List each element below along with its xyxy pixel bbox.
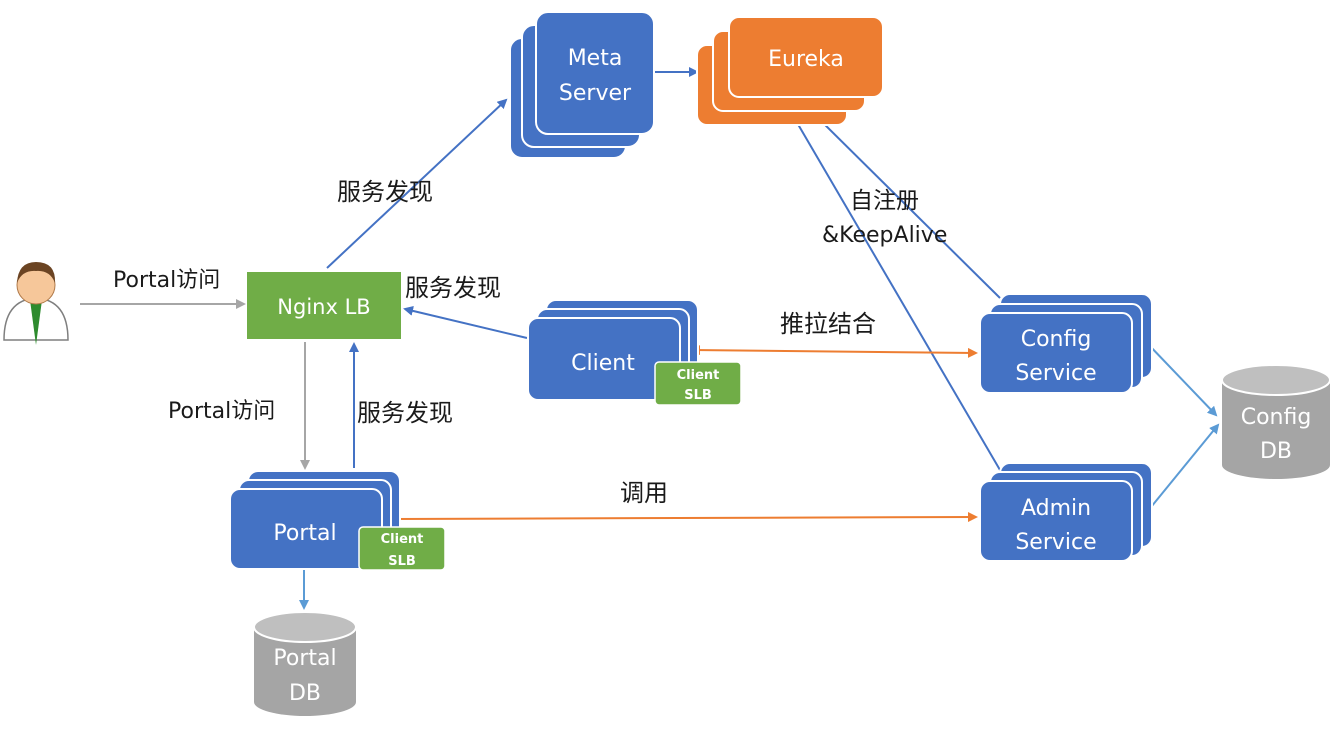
client-node[interactable]: Client Client SLB — [527, 299, 742, 406]
portal-node[interactable]: Portal Client SLB — [229, 470, 446, 571]
admin-service-line2: Service — [1015, 530, 1096, 555]
label-nginx-to-meta: 服务发现 — [337, 178, 433, 206]
admin-service-line1: Admin — [1021, 496, 1091, 521]
client-slb-badge — [654, 361, 742, 406]
label-keepalive: &KeepAlive — [822, 223, 947, 248]
arrow-admin-to-eureka — [790, 112, 1001, 471]
config-service-line2: Service — [1015, 361, 1096, 386]
meta-server-line1: Meta — [568, 46, 623, 71]
client-label: Client — [571, 351, 635, 376]
meta-server-node[interactable]: Meta Server — [509, 11, 655, 159]
arrow-nginx-to-meta — [326, 98, 508, 269]
eureka-label: Eureka — [768, 47, 844, 72]
arrow-config-to-eureka — [810, 110, 1001, 299]
arrow-admin-to-configdb — [1146, 423, 1220, 513]
client-badge-line1: Client — [677, 368, 720, 383]
label-portal-to-admin: 调用 — [620, 479, 668, 507]
eureka-node[interactable]: Eureka — [696, 16, 884, 126]
admin-service-node[interactable]: Admin Service — [979, 462, 1153, 562]
portal-label: Portal — [273, 521, 336, 546]
config-db-line1: Config — [1241, 405, 1312, 430]
portal-badge-line1: Client — [381, 532, 424, 547]
label-nginx-to-portal: Portal访问 — [168, 399, 275, 424]
edges — [80, 67, 1220, 610]
edge-labels: Portal访问 服务发现 服务发现 自注册 &KeepAlive 推拉结合 P… — [113, 178, 947, 507]
label-user-to-nginx: Portal访问 — [113, 268, 220, 293]
portal-db-node[interactable]: Portal DB — [253, 611, 357, 716]
portal-db-line1: Portal — [273, 646, 336, 671]
arrow-client-config — [690, 345, 978, 358]
portal-badge-line2: SLB — [388, 554, 416, 569]
client-badge-line2: SLB — [684, 388, 712, 403]
config-service-line1: Config — [1021, 327, 1092, 352]
nginx-lb-node[interactable]: Nginx LB — [247, 272, 401, 339]
portal-db-line2: DB — [289, 681, 321, 706]
arrow-client-to-nginx — [403, 305, 528, 339]
label-client-to-nginx: 服务发现 — [405, 274, 501, 302]
arrow-config-to-configdb — [1146, 342, 1218, 417]
config-db-node[interactable]: Config DB — [1221, 364, 1331, 479]
nginx-lb-label: Nginx LB — [277, 295, 370, 319]
meta-server-line2: Server — [559, 81, 632, 106]
user-icon — [3, 262, 69, 345]
label-portal-to-nginx: 服务发现 — [357, 399, 453, 427]
portal-slb-badge — [358, 526, 446, 571]
config-db-line2: DB — [1260, 439, 1292, 464]
label-register: 自注册 — [850, 188, 919, 214]
config-service-node[interactable]: Config Service — [979, 293, 1153, 394]
label-client-config: 推拉结合 — [780, 310, 876, 338]
arrow-portal-to-admin — [394, 512, 978, 523]
